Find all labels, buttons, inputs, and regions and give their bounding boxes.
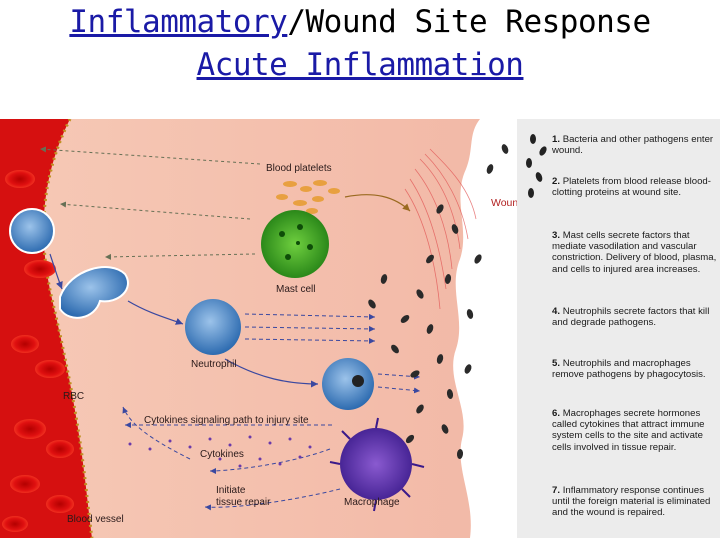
label-initiate: Initiate: [216, 485, 245, 496]
label-cytokines-path: Cytokines signaling path to injury site: [144, 415, 309, 426]
title-rest: /Wound Site Response: [287, 4, 650, 40]
label-mast-cell: Mast cell: [276, 284, 315, 295]
step-6: 6. Macrophages secrete hormones called c…: [552, 408, 718, 453]
step-3: 3. Mast cells secrete factors that media…: [552, 230, 718, 275]
step-7: 7. Inflammatory response continues until…: [552, 485, 718, 519]
step-5: 5. Neutrophils and macrophages remove pa…: [552, 358, 718, 380]
label-blood-vessel: Blood vessel: [67, 514, 124, 525]
slide-title-line1: Inflammatory/Wound Site Response: [0, 4, 720, 40]
acute-inflammation-link[interactable]: Acute Inflammation: [197, 47, 524, 83]
label-tissue-repair: tissue repair: [216, 497, 270, 508]
step-2: 2. Platelets from blood release blood-cl…: [552, 176, 718, 198]
label-cytokines: Cytokines: [200, 449, 244, 460]
steps-panel: 1. Bacteria and other pathogens enter wo…: [517, 119, 720, 538]
inflammatory-link[interactable]: Inflammatory: [69, 4, 287, 40]
inflammation-diagram: Blood platelets Wound Mast cell Neutroph…: [0, 119, 720, 538]
bacteria-icon: [521, 133, 551, 243]
label-neutrophil: Neutrophil: [191, 359, 237, 370]
slide-title-line2: Acute Inflammation: [0, 47, 720, 83]
label-macrophage: Macrophage: [344, 497, 400, 508]
step-4: 4. Neutrophils secrete factors that kill…: [552, 306, 718, 328]
label-blood-platelets: Blood platelets: [266, 163, 332, 174]
label-rbc: RBC: [63, 391, 84, 402]
step-1: 1. Bacteria and other pathogens enter wo…: [552, 134, 718, 156]
